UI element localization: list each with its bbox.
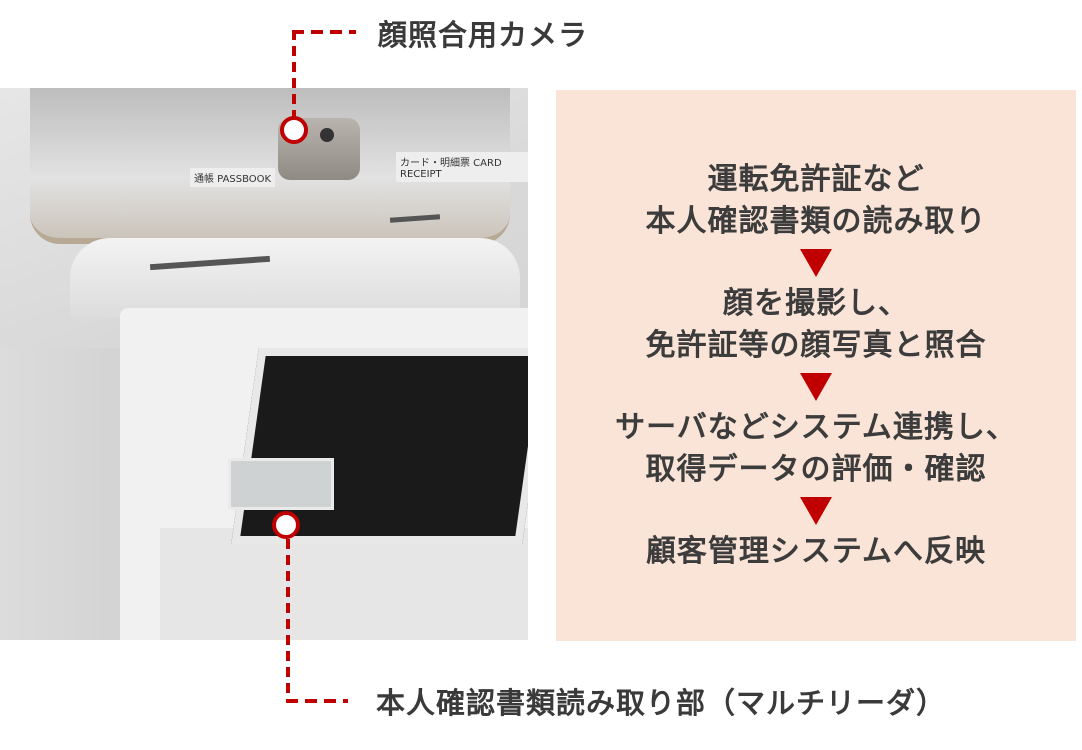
flow-step-2-line1: 顔を撮影し、	[723, 285, 909, 321]
flow-step-4-line1: 顧客管理システムへ反映	[645, 533, 987, 569]
flow-step-3-line1: サーバなどシステム連携し、	[615, 409, 1017, 445]
camera-lens	[320, 128, 334, 142]
atm-shelf	[70, 238, 520, 318]
flow-step-4: 顧客管理システムへ反映	[646, 531, 986, 573]
camera-leader-horizontal	[292, 30, 356, 34]
atm-photo: 通帳 PASSBOOK カード・明細票 CARD RECEIPT	[0, 88, 528, 640]
flow-step-3: サーバなどシステム連携し、 取得データの評価・確認	[615, 407, 1017, 491]
reader-leader-horizontal	[286, 699, 348, 703]
passbook-label: 通帳 PASSBOOK	[190, 168, 276, 187]
flow-step-2: 顔を撮影し、 免許証等の顔写真と照合	[646, 283, 987, 367]
triangle-down-icon	[800, 372, 832, 401]
flow-step-1-line2: 本人確認書類の読み取り	[645, 203, 987, 239]
reader-callout: 本人確認書類読み取り部（マルチリーダ）	[376, 686, 947, 720]
triangle-down-icon	[800, 496, 832, 525]
atm-lower	[160, 528, 528, 640]
flow-step-1: 運転免許証など 本人確認書類の読み取り	[646, 159, 987, 243]
reader-marker-icon	[272, 511, 300, 539]
process-flow-panel: 運転免許証など 本人確認書類の読み取り 顔を撮影し、 免許証等の顔写真と照合 サ…	[556, 90, 1076, 641]
card-label: カード・明細票 CARD RECEIPT	[396, 152, 528, 182]
flow-step-1-line1: 運転免許証など	[707, 161, 925, 197]
triangle-down-icon	[800, 248, 832, 277]
camera-marker-icon	[280, 116, 308, 144]
camera-leader-vertical	[292, 30, 296, 118]
flow-step-3-line2: 取得データの評価・確認	[645, 451, 987, 487]
multi-reader	[228, 458, 334, 510]
reader-leader-vertical	[286, 539, 290, 703]
flow-step-2-line2: 免許証等の顔写真と照合	[645, 327, 987, 363]
camera-callout: 顔照合用カメラ	[378, 18, 589, 52]
